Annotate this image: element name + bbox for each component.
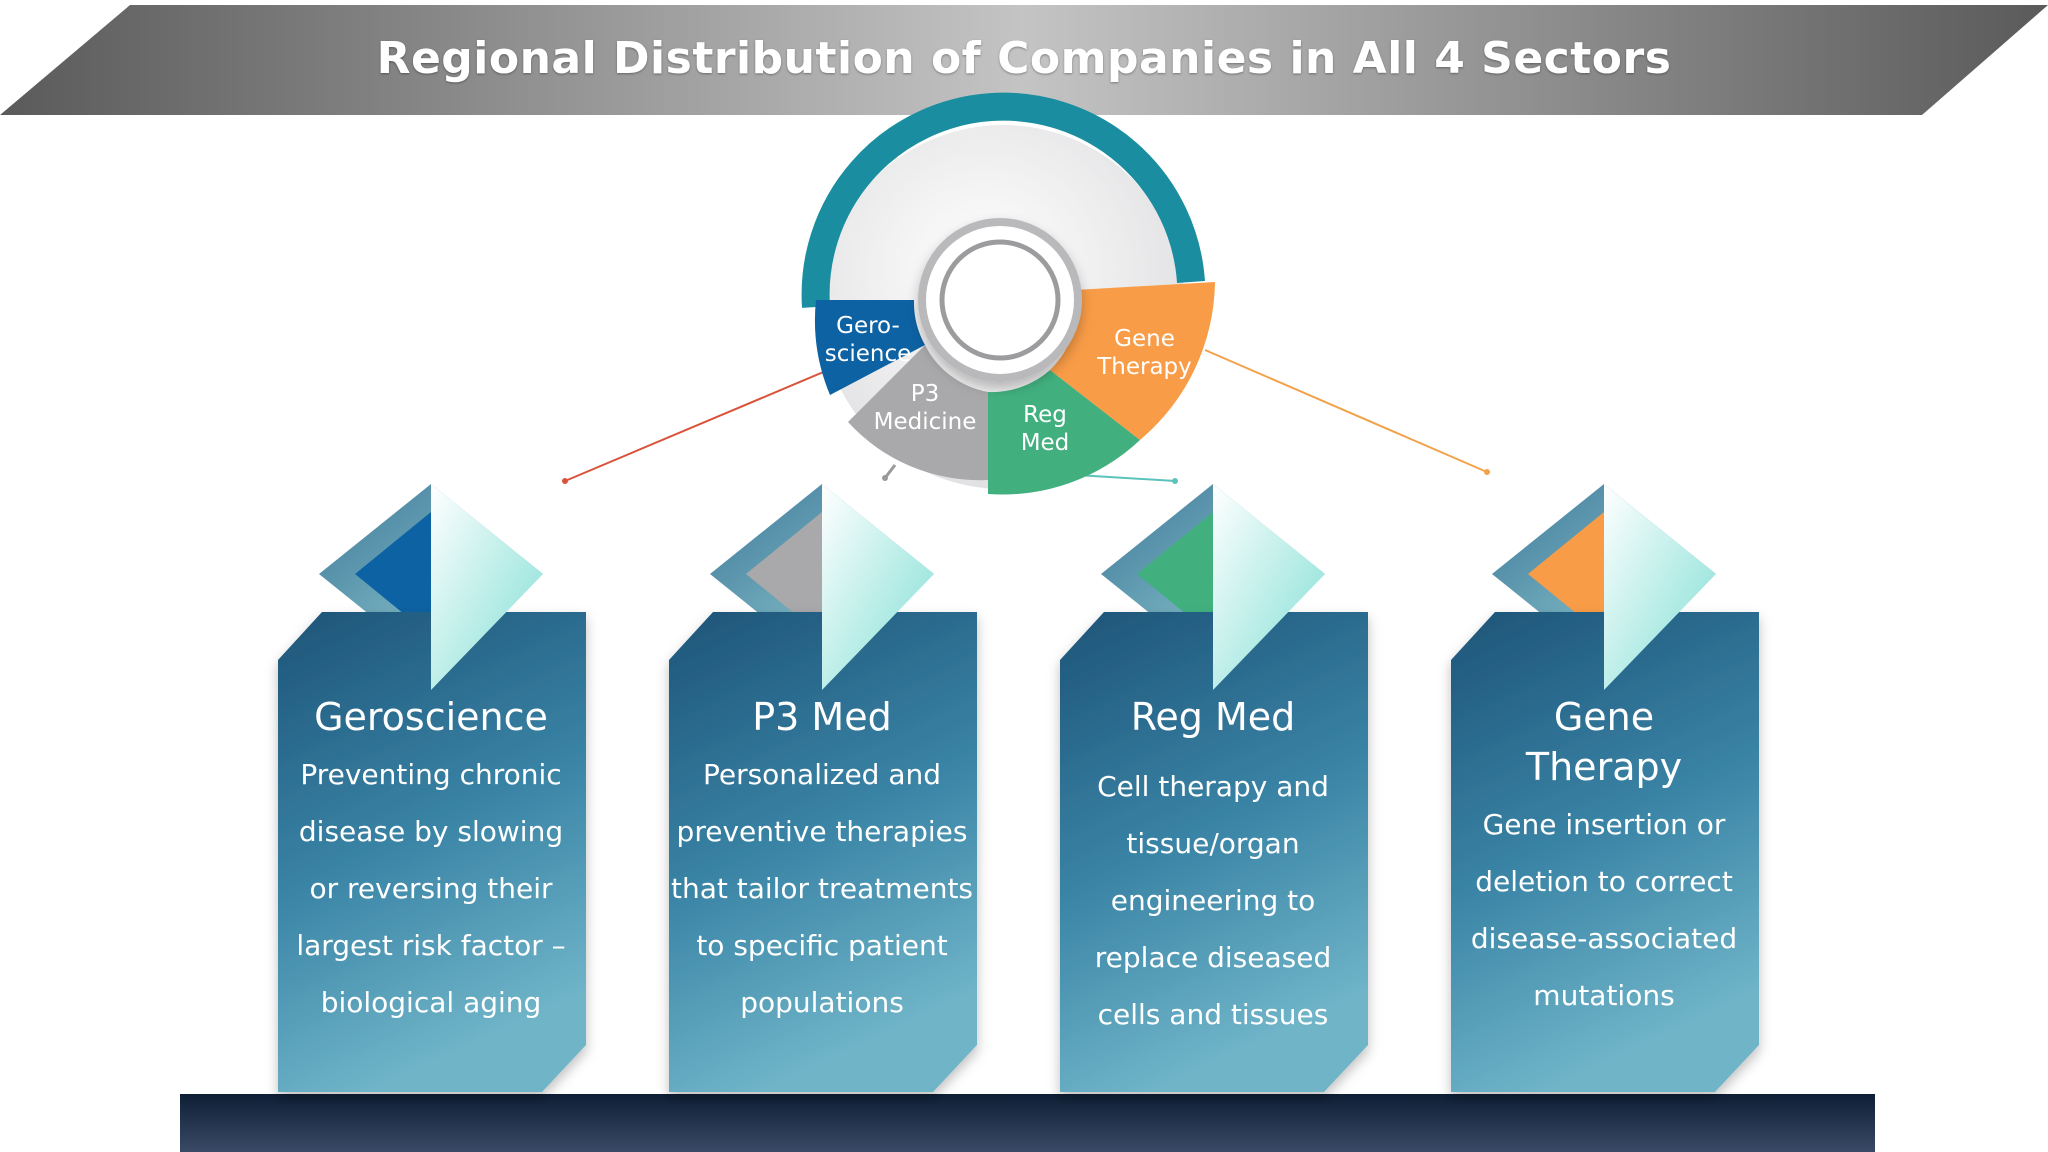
card-body — [278, 612, 586, 1092]
card-diamond-front — [1213, 484, 1325, 690]
wheel-label-geroscience: Gero-science — [824, 313, 912, 367]
connector-dot-regmed — [1172, 478, 1178, 484]
card-diamond-front — [1604, 484, 1716, 690]
card-diamond-front — [431, 484, 543, 690]
sector-wheel — [801, 92, 1215, 495]
card-reg-med — [1060, 484, 1368, 1092]
card-accent-diamond — [746, 512, 832, 636]
base-bar — [180, 1094, 1875, 1152]
connector-line-genetherapy — [1204, 349, 1488, 473]
wheel-ring-arc — [801, 92, 1205, 308]
wheel-segment-geroscience — [814, 300, 925, 395]
card-accent-diamond — [1528, 512, 1614, 636]
connector-dot-genetherapy — [1484, 469, 1490, 475]
card-title: P3 Med — [752, 695, 892, 739]
connector-dot-p3med — [882, 475, 888, 481]
connector-dot-geroscience — [562, 478, 568, 484]
wheel-segment-p3-medicine — [848, 345, 988, 481]
cards-layer — [278, 484, 1759, 1092]
card-accent-diamond — [355, 512, 441, 636]
card-body — [669, 612, 977, 1092]
card-title: Geroscience — [314, 695, 548, 739]
card-diamond-front — [822, 484, 934, 690]
card-title: Reg Med — [1130, 695, 1296, 739]
card-geroscience — [278, 484, 586, 1092]
card-p3-med — [669, 484, 977, 1092]
page-title: Regional Distribution of Companies in Al… — [376, 32, 1672, 84]
wheel-segment-gene-therapy — [1050, 282, 1215, 440]
wheel-segment-reg-med — [988, 370, 1140, 495]
title-banner — [0, 5, 2048, 115]
card-accent-diamond — [1137, 512, 1223, 636]
card-gene-therapy — [1451, 484, 1759, 1092]
card-body — [1060, 612, 1368, 1092]
card-body — [1451, 612, 1759, 1092]
connector-line-geroscience — [564, 364, 841, 482]
